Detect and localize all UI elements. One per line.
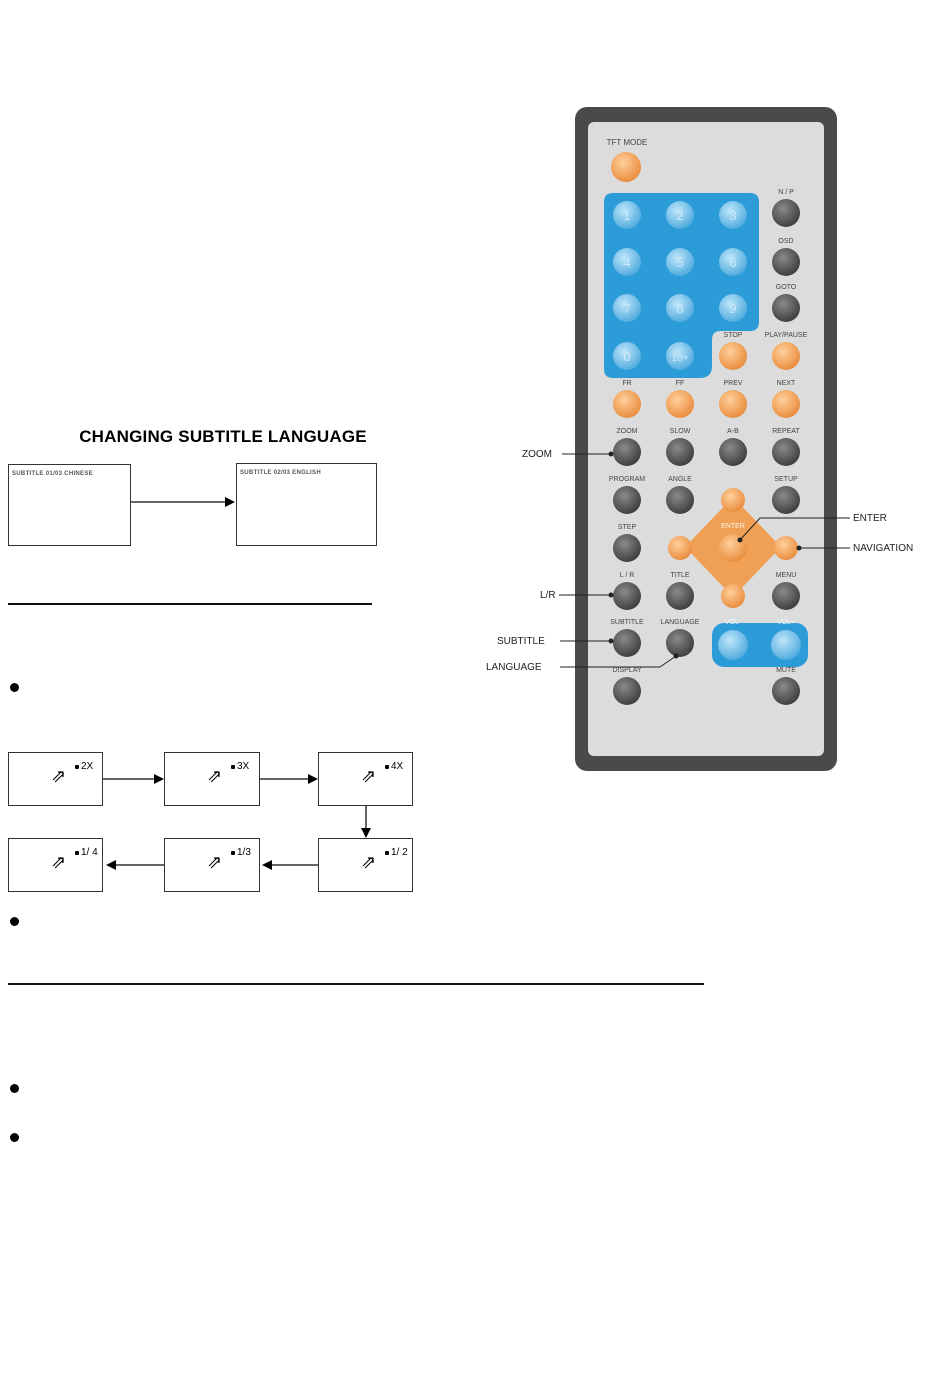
program-button[interactable]: [613, 486, 641, 514]
label-fr: FR: [622, 380, 631, 387]
play-pause-button[interactable]: [772, 342, 800, 370]
bullet-2: [10, 917, 19, 926]
right-column-buttons: N / P OSD GOTO: [772, 189, 800, 322]
callout-zoom: ZOOM: [522, 449, 552, 460]
mute-button[interactable]: [772, 677, 800, 705]
section-divider-1: [8, 603, 372, 605]
label-mute: MUTE: [776, 667, 796, 674]
label-title: TITLE: [670, 572, 689, 579]
nav-right-button[interactable]: [774, 536, 798, 560]
label-enter-on-button: ENTER: [721, 523, 745, 530]
screen-subtitle-from-text: SUBTITLE 01/03 CHINESE: [9, 465, 130, 477]
num-label: 9: [729, 301, 736, 316]
osd-button[interactable]: [772, 248, 800, 276]
label-prev: PREV: [723, 380, 742, 387]
nav-left-button[interactable]: [668, 536, 692, 560]
callout-enter: ENTER: [853, 513, 887, 524]
section-title-subtitle: CHANGING SUBTITLE LANGUAGE: [8, 427, 438, 447]
label-zoom: ZOOM: [617, 428, 638, 435]
next-button[interactable]: [772, 390, 800, 418]
label-np: N / P: [778, 189, 794, 196]
bullet-1: [10, 683, 19, 692]
label-osd: OSD: [778, 238, 793, 245]
arrow-2x-to-3x: [103, 774, 164, 784]
prev-button[interactable]: [719, 390, 747, 418]
speed-flow-arrows: [0, 740, 430, 900]
label-goto: GOTO: [776, 284, 797, 291]
arrow-third-to-quarter: [106, 860, 164, 870]
label-angle: ANGLE: [668, 476, 692, 483]
label-slow: SLOW: [670, 428, 691, 435]
num-label: 3: [729, 208, 736, 223]
section-divider-2: [8, 983, 704, 985]
label-vol-plus: VOL+: [777, 619, 795, 626]
label-stop: STOP: [724, 332, 743, 339]
zoom-button[interactable]: [613, 438, 641, 466]
num-label: 5: [676, 255, 683, 270]
label-step: STEP: [618, 524, 637, 531]
label-next: NEXT: [777, 380, 796, 387]
setup-button[interactable]: [772, 486, 800, 514]
goto-button[interactable]: [772, 294, 800, 322]
label-ff: FF: [676, 380, 685, 387]
menu-button[interactable]: [772, 582, 800, 610]
angle-button[interactable]: [666, 486, 694, 514]
num-label: 4: [623, 255, 630, 270]
label-repeat: REPEAT: [772, 428, 800, 435]
callout-navigation: NAVIGATION: [853, 543, 913, 554]
label-ab: A-B: [727, 428, 739, 435]
remote-control-diagram: TFT MODE 1 2 3 4 5 6 7 8 9 0 10+ N / P O…: [480, 100, 940, 780]
screen-subtitle-from: SUBTITLE 01/03 CHINESE: [8, 464, 131, 546]
subtitle-flow-arrow: [131, 494, 237, 510]
label-display: DISPLAY: [612, 667, 641, 674]
num-label: 2: [676, 208, 683, 223]
label-lr: L / R: [620, 572, 635, 579]
num-label: 1: [623, 208, 630, 223]
label-menu: MENU: [776, 572, 797, 579]
vol-plus-button[interactable]: [771, 630, 801, 660]
screen-subtitle-to-text: SUBTITLE 02/03 ENGLISH: [237, 464, 376, 476]
callout-subtitle: SUBTITLE: [497, 636, 545, 647]
fr-button[interactable]: [613, 390, 641, 418]
title-button[interactable]: [666, 582, 694, 610]
arrow-3x-to-4x: [260, 774, 318, 784]
lr-button[interactable]: [613, 582, 641, 610]
bullet-4: [10, 1133, 19, 1142]
num-label: 6: [729, 255, 736, 270]
repeat-button[interactable]: [772, 438, 800, 466]
step-button[interactable]: [613, 534, 641, 562]
callout-language: LANGUAGE: [486, 662, 542, 673]
np-button[interactable]: [772, 199, 800, 227]
subtitle-button[interactable]: [613, 629, 641, 657]
label-tft-mode: TFT MODE: [607, 138, 648, 147]
label-play-pause: PLAY/PAUSE: [765, 332, 808, 339]
arrow-half-to-third: [262, 860, 318, 870]
label-subtitle: SUBTITLE: [610, 619, 644, 626]
ff-button[interactable]: [666, 390, 694, 418]
screen-subtitle-to: SUBTITLE 02/03 ENGLISH: [236, 463, 377, 546]
nav-down-button[interactable]: [721, 584, 745, 608]
language-button[interactable]: [666, 629, 694, 657]
enter-button[interactable]: [719, 534, 747, 562]
label-setup: SETUP: [774, 476, 798, 483]
tft-mode-button[interactable]: [611, 152, 641, 182]
display-button[interactable]: [613, 677, 641, 705]
vol-minus-button[interactable]: [718, 630, 748, 660]
slow-button[interactable]: [666, 438, 694, 466]
num-label: 7: [623, 301, 630, 316]
ab-button[interactable]: [719, 438, 747, 466]
nav-up-button[interactable]: [721, 488, 745, 512]
bullet-3: [10, 1084, 19, 1093]
num-label: 8: [676, 301, 683, 316]
label-program: PROGRAM: [609, 476, 645, 483]
callout-lr: L/R: [540, 590, 556, 601]
num-label: 10+: [672, 353, 689, 364]
label-language: LANGUAGE: [661, 619, 700, 626]
arrow-4x-to-half: [361, 806, 371, 838]
label-vol-minus: VOL-: [725, 619, 742, 626]
num-label: 0: [623, 349, 630, 364]
stop-button[interactable]: [719, 342, 747, 370]
